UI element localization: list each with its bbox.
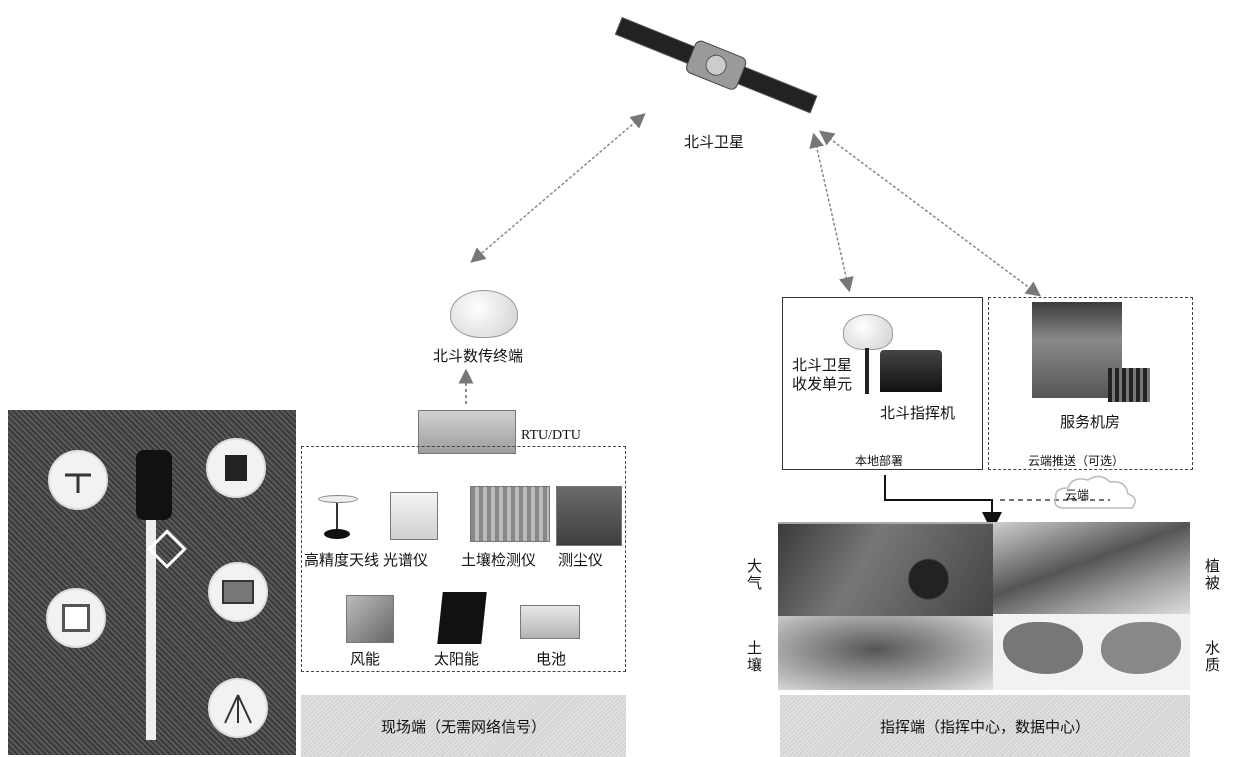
cloud-icon (1054, 475, 1136, 509)
control-board-icon (208, 562, 268, 622)
terminal-label: 北斗数传终端 (433, 347, 524, 365)
commander-label: 北斗指挥机 (880, 404, 956, 422)
device-label-3: 测尘仪 (558, 551, 604, 569)
sensor-box-icon (46, 588, 106, 648)
link-local-to-maps (884, 475, 1002, 532)
spectrometer-icon (390, 492, 438, 540)
solar-power-icon (437, 592, 487, 644)
commander-machine-icon (880, 350, 942, 392)
link-satellite-cloud (818, 130, 1042, 297)
power-label-0: 风能 (350, 650, 381, 668)
field-devices-panel (301, 446, 626, 672)
water-quality-map (993, 614, 1190, 690)
transceiver-dome-icon (843, 314, 893, 350)
link-satellite-local (809, 132, 854, 293)
antenna-icon (318, 495, 358, 543)
cloud-label: 云端 (1065, 488, 1090, 502)
water-quality-map-a (1003, 622, 1083, 674)
satellite-label: 北斗卫星 (684, 133, 745, 151)
server-room-photo (1032, 302, 1122, 398)
wind-power-icon (346, 595, 394, 643)
field-caption-text: 现场端（无需网络信号） (380, 717, 546, 736)
terminal-dome-icon (450, 290, 518, 338)
transceiver-mast (865, 348, 869, 394)
tripod-icon (208, 678, 268, 738)
local-deploy-panel (782, 297, 983, 470)
server-rack-icon (1108, 368, 1150, 402)
local-deploy-label: 本地部署 (855, 454, 904, 468)
device-label-0: 高精度天线 (304, 551, 380, 569)
vegetation-label: 植被 (1203, 558, 1221, 592)
power-label-1: 太阳能 (434, 650, 480, 668)
device-label-1: 光谱仪 (383, 551, 429, 569)
command-caption: 指挥端（指挥中心，数据中心） (780, 695, 1190, 757)
wind-sensor-icon (48, 450, 108, 510)
water-quality-label: 水质 (1203, 640, 1221, 674)
soil-map (778, 616, 993, 690)
satellite-icon (614, 16, 818, 114)
vegetation-map (993, 522, 1190, 614)
water-quality-map-b (1101, 622, 1181, 674)
soil-tester-icon (470, 486, 550, 542)
power-label-2: 电池 (536, 650, 567, 668)
device-label-2: 土壤检测仪 (461, 551, 537, 569)
command-caption-text: 指挥端（指挥中心，数据中心） (879, 717, 1090, 736)
dust-meter-icon (556, 486, 622, 546)
rtu-label: RTU/DTU (521, 428, 581, 443)
solar-panel-small-icon (206, 438, 266, 498)
server-room-label: 服务机房 (1060, 413, 1121, 431)
station-pole (146, 470, 156, 740)
station-sensor-head (136, 450, 172, 520)
transceiver-label: 北斗卫星 收发单元 (792, 356, 853, 393)
atmosphere-map (778, 524, 993, 616)
battery-icon (520, 605, 580, 639)
field-caption: 现场端（无需网络信号） (301, 695, 626, 757)
soil-label: 土壤 (745, 640, 763, 674)
cloud-push-panel (988, 297, 1193, 470)
atmosphere-label: 大气 (745, 558, 763, 592)
cloud-push-label: 云端推送（可选） (1028, 454, 1125, 468)
link-satellite-terminal (470, 113, 646, 263)
field-station-photo (8, 410, 296, 755)
